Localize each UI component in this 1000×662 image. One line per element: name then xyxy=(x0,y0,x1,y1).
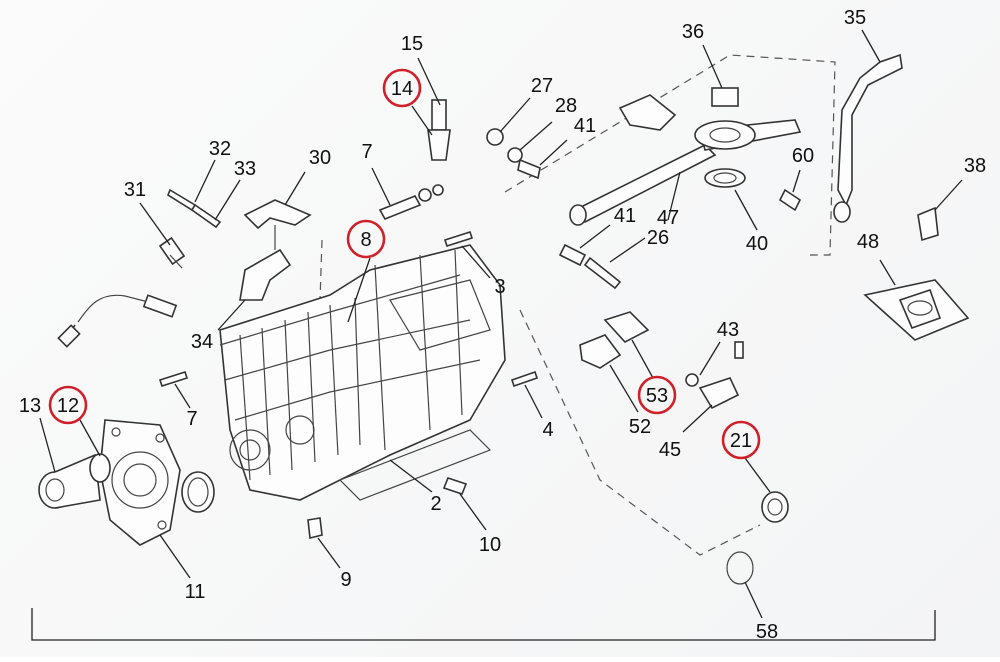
highlight-circle-12 xyxy=(48,385,88,425)
shift-boot-top xyxy=(618,87,739,131)
highlight-circle-8 xyxy=(346,219,386,259)
shift-lever xyxy=(837,53,903,207)
sleeve-60 xyxy=(778,188,802,212)
callout-10: 10 xyxy=(479,534,501,556)
callout-9: 9 xyxy=(340,569,351,591)
fitting-10 xyxy=(442,477,468,495)
washer-43 xyxy=(685,373,699,387)
callout-2: 2 xyxy=(430,493,441,515)
callout-11: 11 xyxy=(185,581,206,603)
bearing-retainer xyxy=(38,453,111,509)
callout-48: 48 xyxy=(857,231,879,253)
cover-seal-inner xyxy=(187,477,209,507)
cover-seal-ring xyxy=(181,471,215,513)
callout-26: 26 xyxy=(647,227,669,249)
callout-8: 8 xyxy=(360,229,371,251)
callout-34: 34 xyxy=(191,331,213,353)
seal-40-inner xyxy=(713,172,737,184)
callout-27: 27 xyxy=(531,75,553,97)
shift-bracket xyxy=(239,199,312,301)
callout-47: 47 xyxy=(657,207,679,229)
callout-13: 13 xyxy=(19,395,41,417)
callout-30: 30 xyxy=(309,147,331,169)
boot-plate-48 xyxy=(863,279,970,341)
callout-28: 28 xyxy=(555,95,577,117)
bushing-41-upper xyxy=(517,158,541,180)
callout-45: 45 xyxy=(659,439,681,461)
callout-31: 31 xyxy=(124,179,146,201)
highlight-circle-14 xyxy=(382,68,422,108)
front-cover xyxy=(99,419,181,546)
lever-ball xyxy=(833,201,851,223)
seal-21-inner xyxy=(767,498,783,516)
callout-60: 60 xyxy=(792,145,814,167)
assembly-bracket xyxy=(31,608,936,641)
plate-53 xyxy=(603,311,650,343)
switch-part xyxy=(427,99,451,161)
fitting-9 xyxy=(307,517,323,539)
callout-33: 33 xyxy=(234,158,256,180)
part-45 xyxy=(698,377,740,410)
speed-sensor-cable xyxy=(57,294,178,348)
part-43 xyxy=(734,341,744,359)
callout-32: 32 xyxy=(209,138,231,160)
shift-linkage xyxy=(569,119,802,226)
callout-4: 4 xyxy=(542,419,553,441)
callout-3: 3 xyxy=(494,276,505,298)
ring-58 xyxy=(726,551,754,585)
callout-43: 43 xyxy=(717,319,739,341)
seal-21 xyxy=(761,491,789,523)
washer-28 xyxy=(507,147,523,163)
nut-38 xyxy=(917,206,939,242)
callout-36: 36 xyxy=(682,21,704,43)
callout-58: 58 xyxy=(756,621,778,643)
bushing-41-lower xyxy=(558,243,587,267)
highlight-circles xyxy=(48,68,761,460)
highlight-circle-53 xyxy=(637,375,677,415)
plate-52 xyxy=(579,334,622,369)
callout-12: 12 xyxy=(57,395,79,417)
callout-53: 53 xyxy=(646,385,668,407)
callout-41-upper: 41 xyxy=(574,115,596,137)
leader-lines xyxy=(39,29,963,619)
pin-33 xyxy=(190,203,222,229)
callout-41-lower: 41 xyxy=(614,205,636,227)
callout-7-lower: 7 xyxy=(186,408,197,430)
callout-35: 35 xyxy=(844,7,866,29)
bolt-3 xyxy=(443,230,474,248)
callout-14: 14 xyxy=(391,78,413,100)
sensor-part xyxy=(158,236,186,269)
seal-40 xyxy=(704,168,746,188)
callout-15: 15 xyxy=(401,33,423,55)
highlight-circle-21 xyxy=(721,420,761,460)
callout-40: 40 xyxy=(746,233,768,255)
transmission-case xyxy=(219,244,506,501)
case-gasket xyxy=(338,429,492,501)
callout-38: 38 xyxy=(964,155,986,177)
detent-assembly xyxy=(378,184,444,221)
washer-27 xyxy=(486,128,504,146)
callout-21: 21 xyxy=(730,430,752,452)
callout-7-upper: 7 xyxy=(361,141,372,163)
callout-52: 52 xyxy=(629,416,651,438)
pin-32 xyxy=(167,188,197,212)
bolt-26 xyxy=(583,256,622,290)
bolt-4 xyxy=(510,370,539,388)
bolt-7-lower xyxy=(158,370,189,388)
